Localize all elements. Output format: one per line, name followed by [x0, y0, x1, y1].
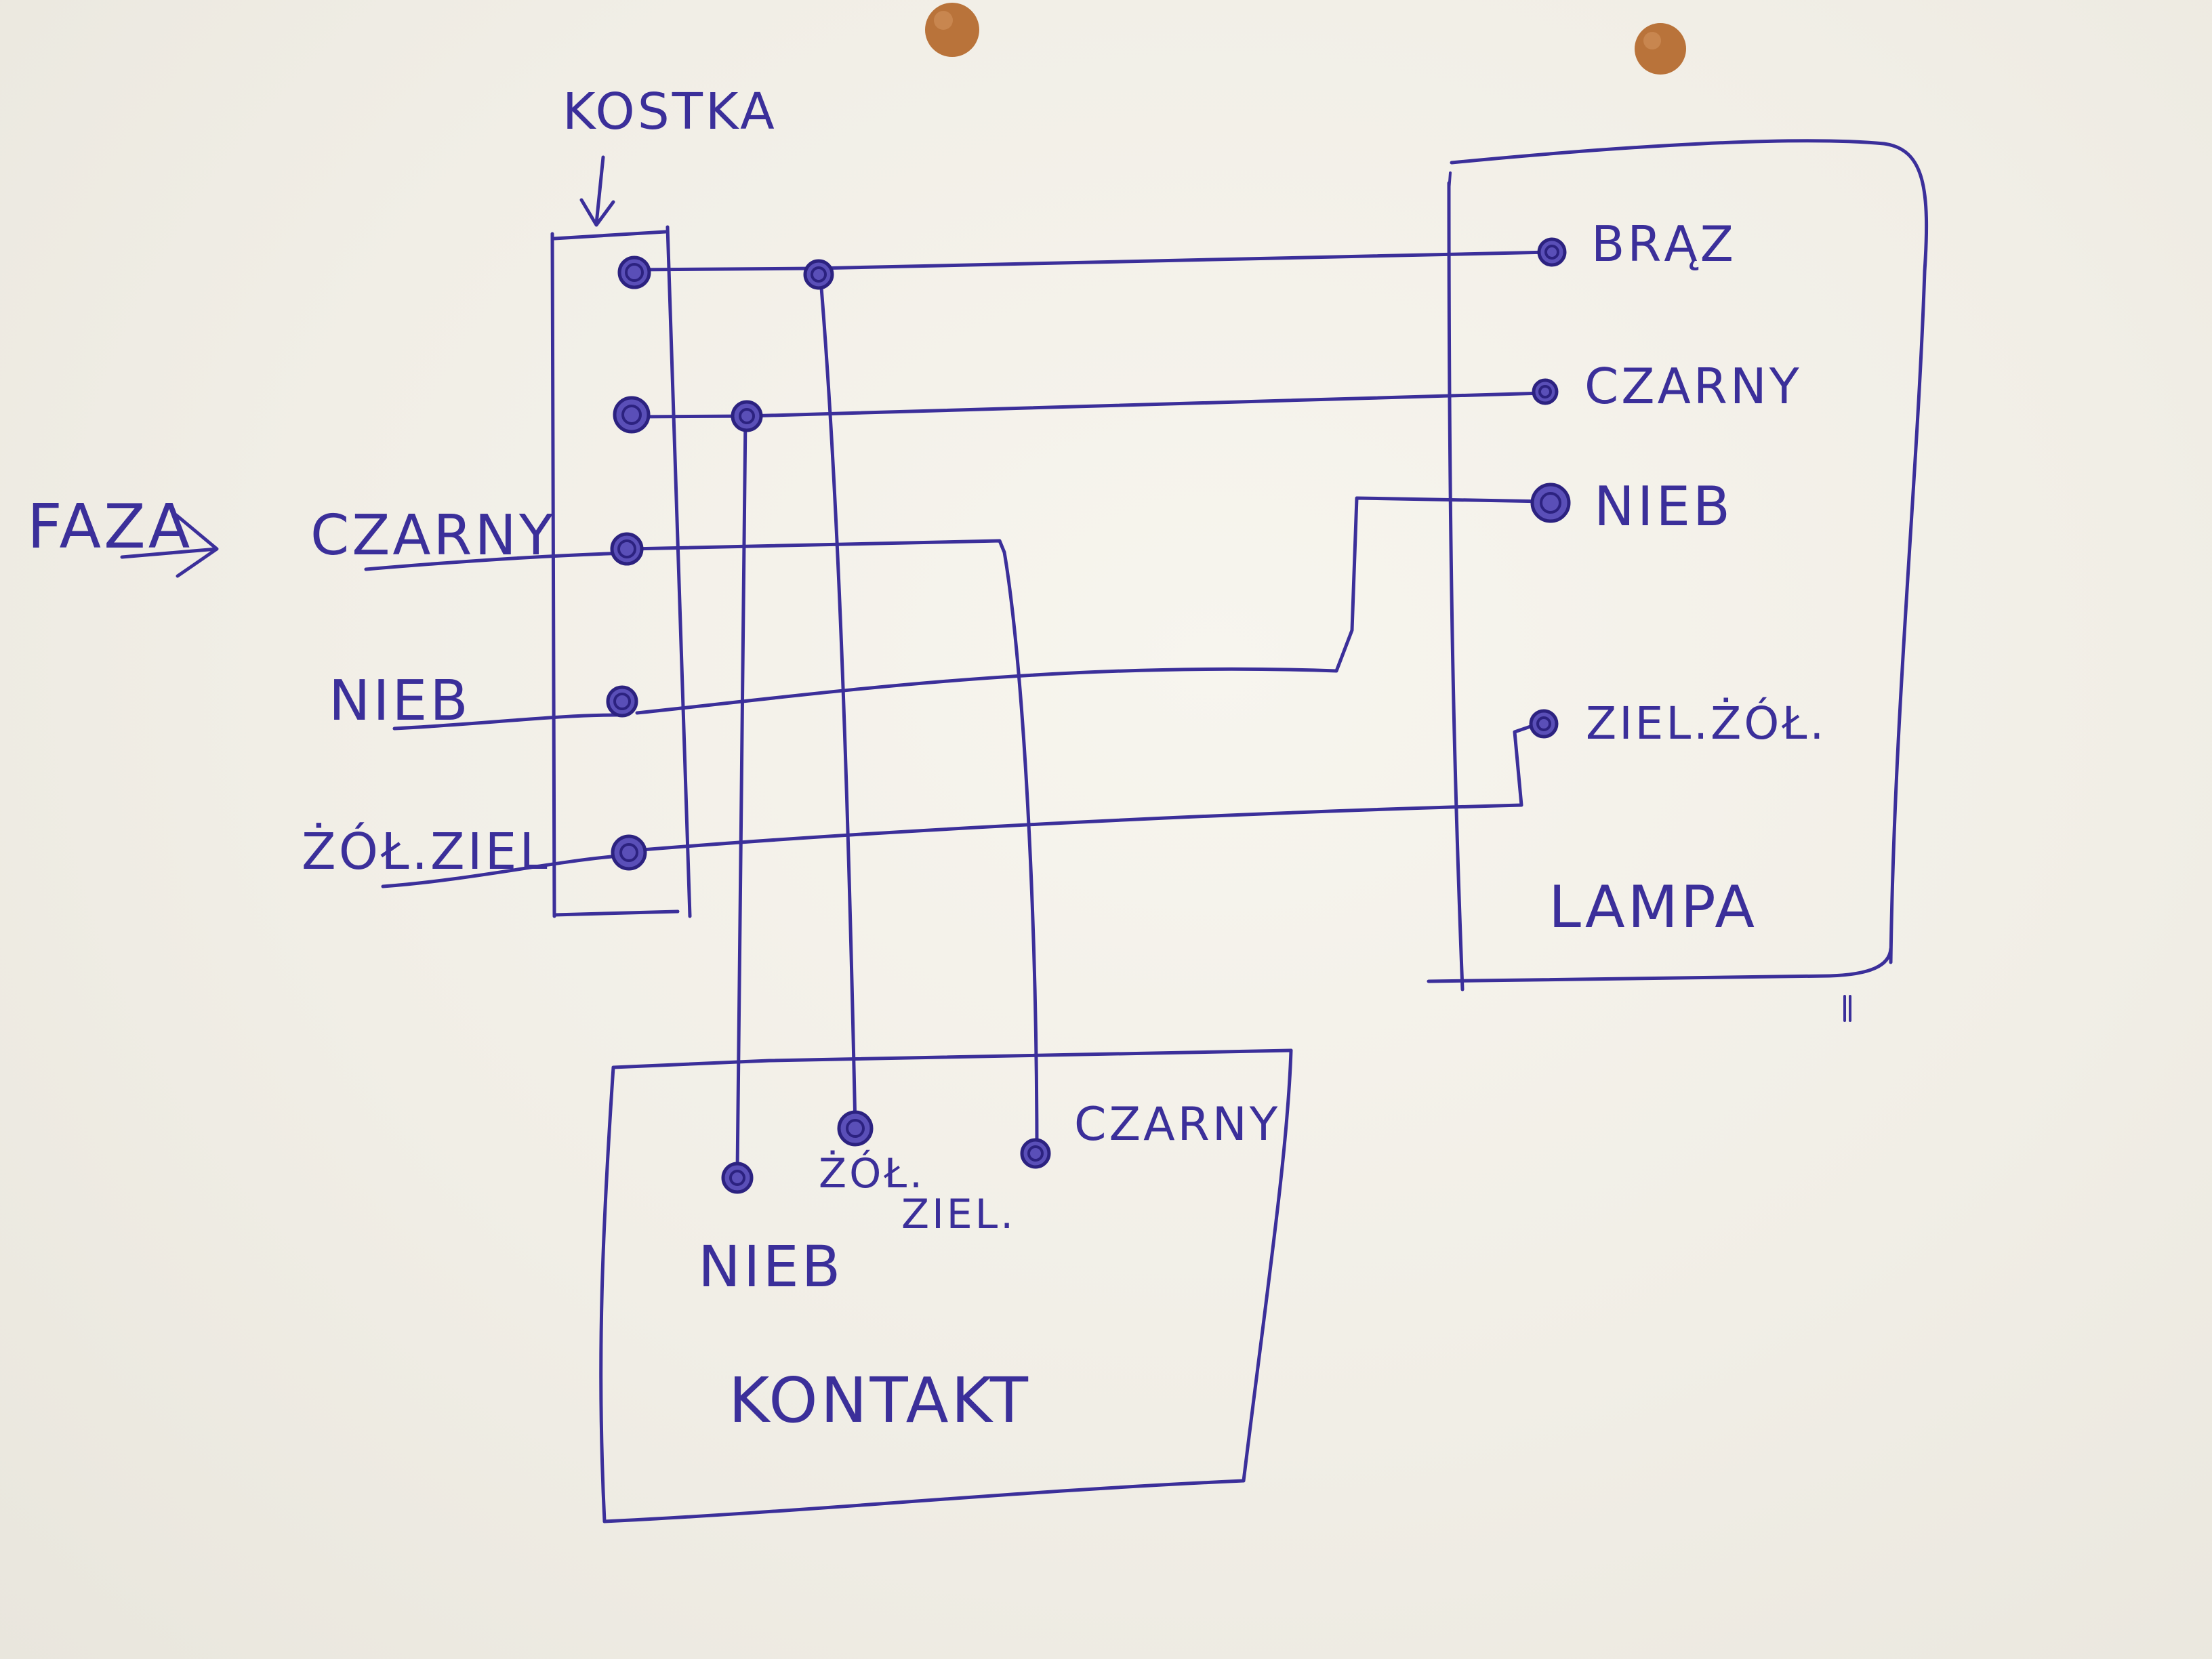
input-zolziel-label: ŻÓŁ.ZIEL [302, 821, 550, 881]
kostka-terminal-3 [610, 532, 644, 566]
lampa-nieb-label: NIEB [1594, 475, 1733, 538]
kostka-terminal-5 [611, 834, 647, 871]
kontakt-nieb-label: NIEB [698, 1233, 843, 1300]
input-wire-czarny [364, 551, 629, 571]
wire-braz-to-lampa [632, 250, 1553, 272]
lampa-terminal-czarny [1532, 378, 1559, 405]
punch-hole-right [1635, 23, 1686, 75]
kostka-terminal-2 [613, 396, 651, 434]
lampa-box [1427, 139, 1929, 1022]
kostka-arrow [579, 155, 615, 227]
lampa-zielzol-label: ZIEL.ŻÓŁ. [1586, 697, 1826, 750]
junction-czarny [731, 400, 763, 432]
lampa-terminal-zielzol [1529, 709, 1559, 739]
kontakt-czarny-label: CZARNY [1074, 1098, 1280, 1151]
kostka-terminal-4 [606, 685, 638, 718]
wire-czarny-down-kontakt [735, 415, 747, 1174]
lampa-czarny-label: CZARNY [1584, 358, 1802, 415]
wire-phase-to-kontakt [628, 539, 1039, 1155]
junction-braz [803, 259, 834, 290]
punch-hole-left [925, 3, 979, 57]
faza-arrow [120, 513, 219, 578]
lampa-title: LAMPA [1549, 874, 1757, 941]
wire-braz-down-kontakt [818, 269, 857, 1130]
lampa-braz-label: BRĄZ [1591, 216, 1736, 272]
kostka-label: KOSTKA [562, 83, 777, 141]
kontakt-terminal-zolziel [837, 1110, 874, 1147]
wire-czarny-to-lampa [632, 391, 1546, 419]
kontakt-terminal-czarny [1020, 1138, 1051, 1169]
input-wire-nieb [392, 713, 620, 731]
input-wire-zolziel [381, 853, 631, 888]
kontakt-zolziel-label-line2: ZIEL. [901, 1191, 1016, 1238]
lampa-terminal-braz [1537, 237, 1567, 267]
kostka-block [550, 225, 692, 918]
wire-zolziel-to-lampa [632, 722, 1540, 853]
wire-nieb-to-lampa [635, 496, 1549, 715]
kontakt-box [599, 1048, 1293, 1523]
kontakt-title: KONTAKT [729, 1364, 1031, 1437]
kontakt-terminal-nieb [721, 1162, 754, 1194]
kostka-terminal-1 [617, 255, 651, 289]
kontakt-zolziel-label-line1: ŻÓŁ. [819, 1149, 925, 1197]
input-nieb-label: NIEB [329, 669, 471, 733]
faza-label: FAZA [27, 491, 192, 562]
lampa-terminal-nieb [1530, 483, 1571, 523]
